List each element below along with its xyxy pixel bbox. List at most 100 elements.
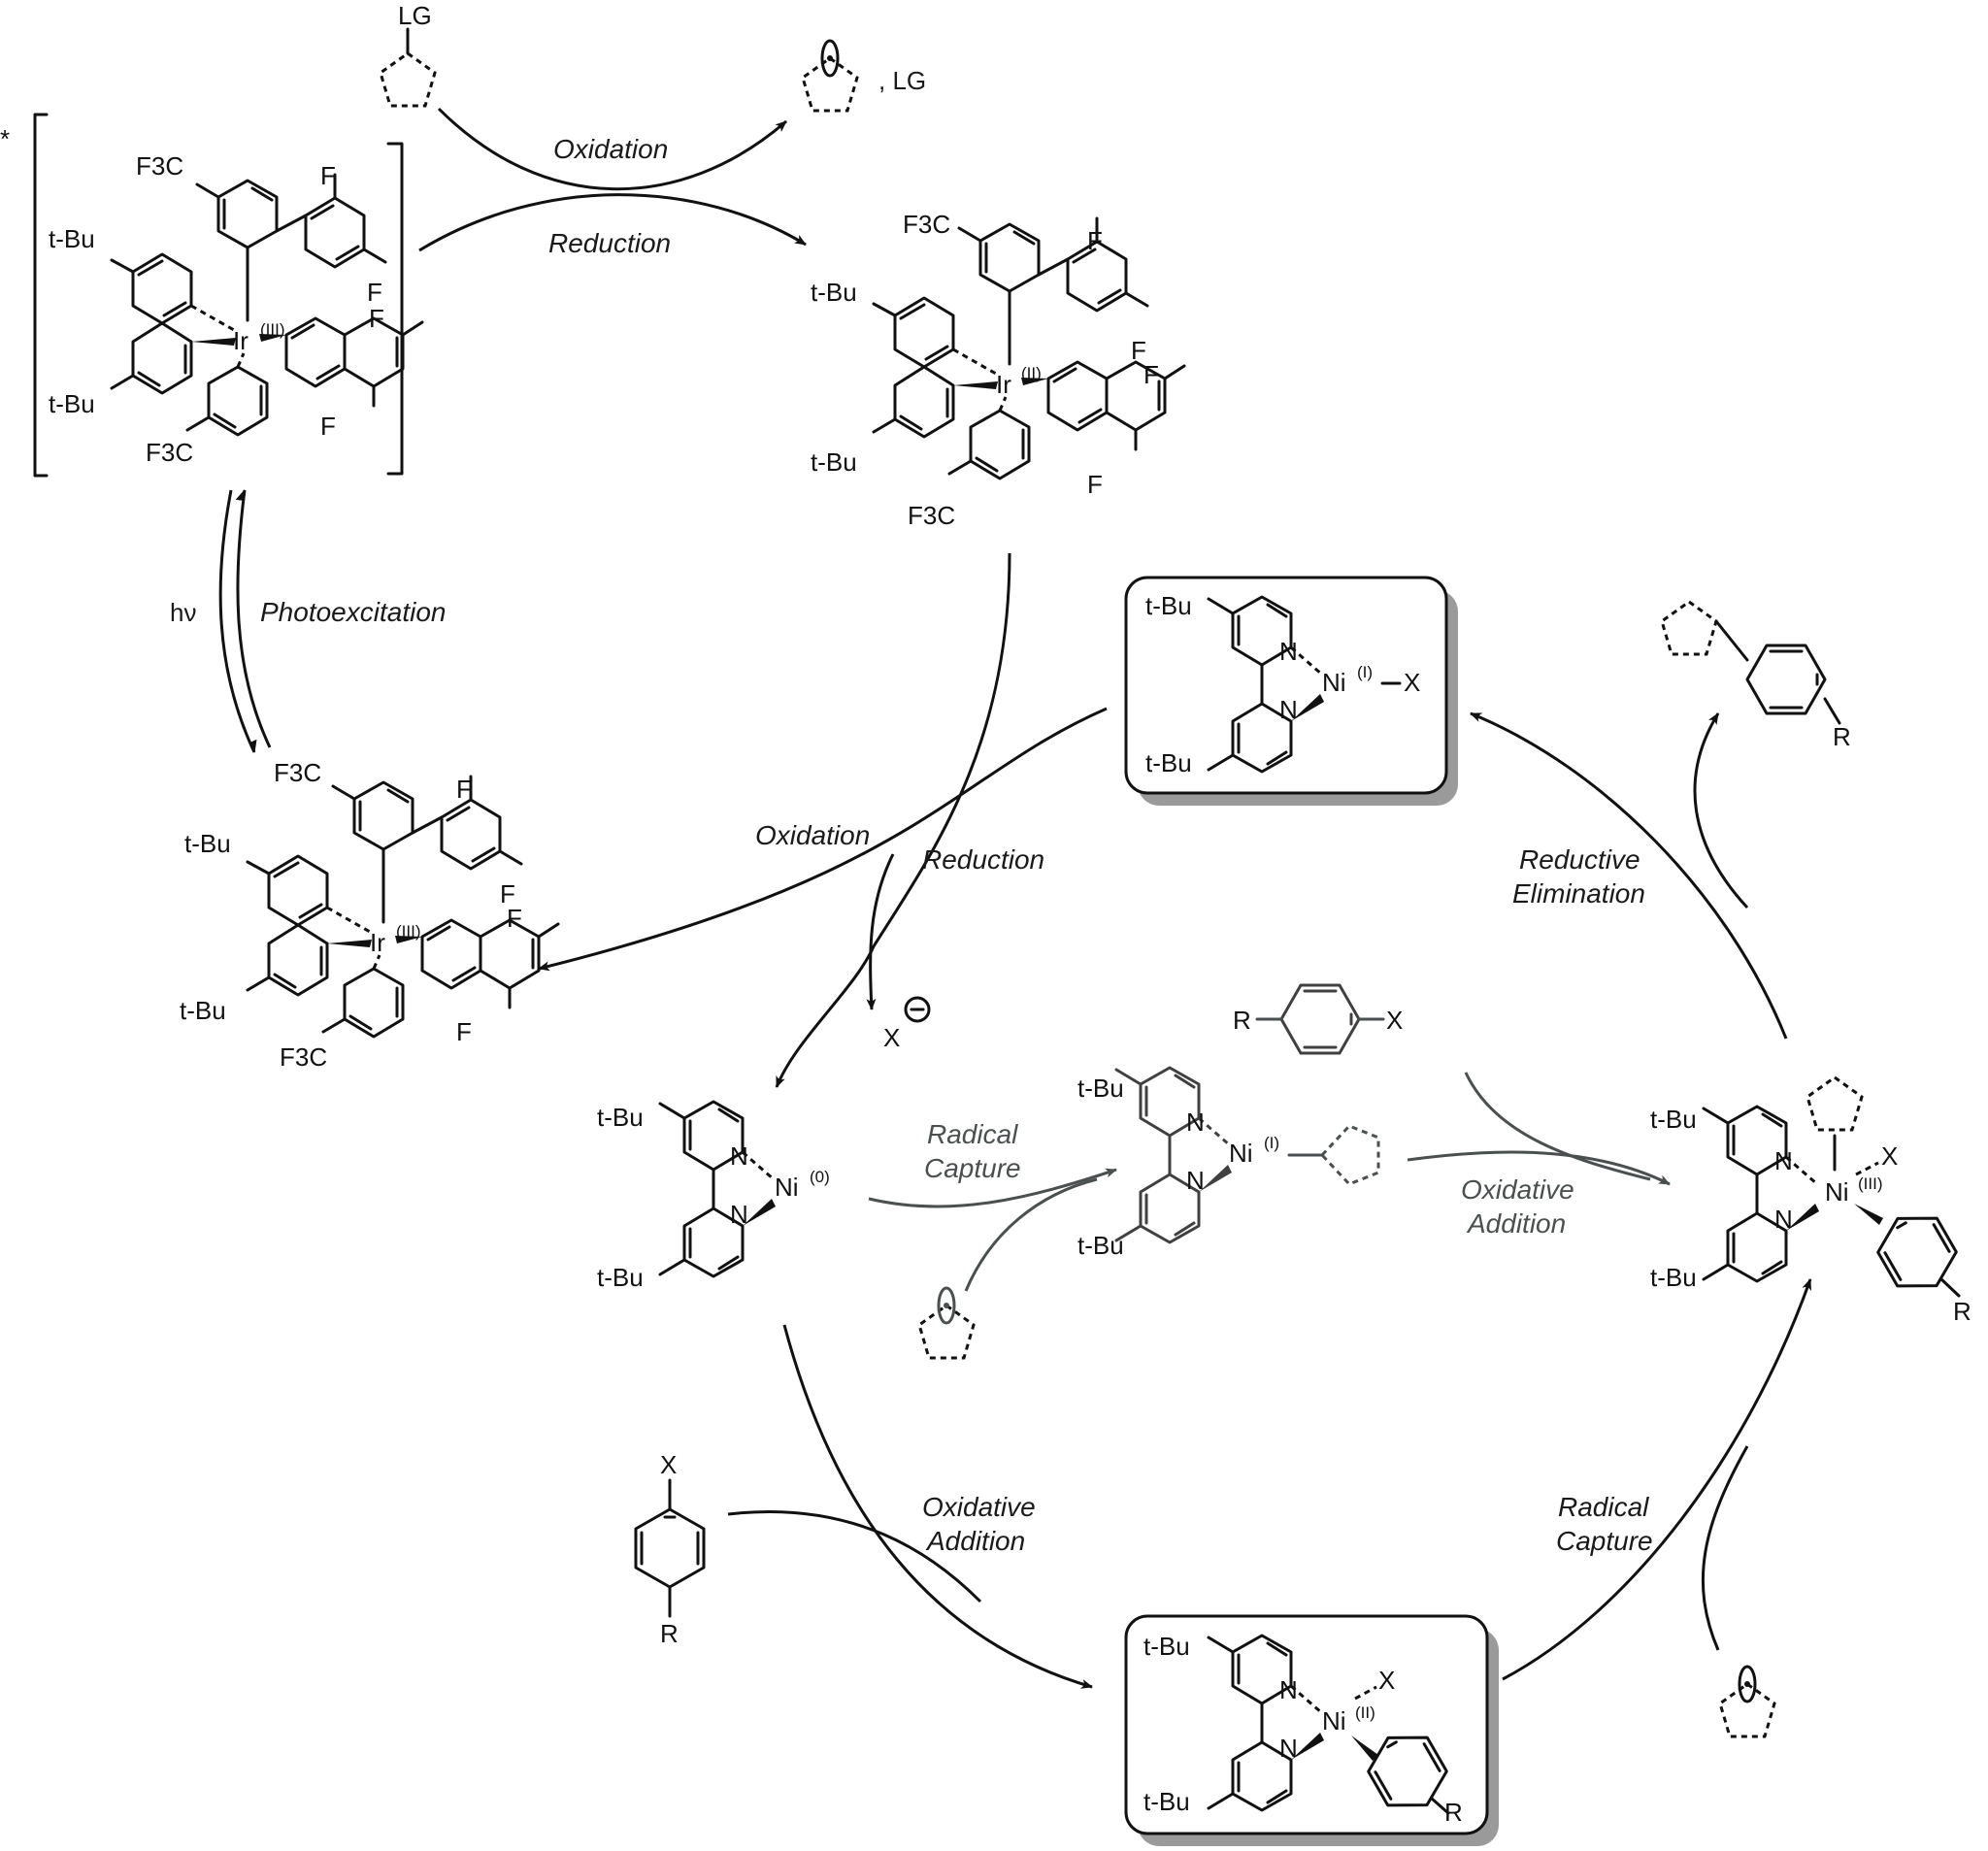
- tbu-label: t-Bu: [811, 278, 857, 307]
- tbu-label: t-Bu: [49, 224, 95, 253]
- aryl-halide-feed-arrow-bottom: [727, 1509, 982, 1603]
- cf3-label: F3C: [274, 758, 321, 787]
- ir-atom: Ir: [996, 370, 1011, 399]
- ni-atom: Ni: [775, 1173, 799, 1202]
- ni-oxidation-state: (I): [1357, 663, 1373, 681]
- tbu-label: t-Bu: [597, 1263, 644, 1292]
- tbu-label: t-Bu: [1143, 1632, 1190, 1661]
- step-label: Capture: [924, 1153, 1021, 1183]
- photoexcitation-arrow-down: [218, 489, 257, 753]
- nitrogen-label: N: [1186, 1107, 1205, 1137]
- fluorine-label: F: [320, 412, 336, 441]
- step-label: Reductive: [1519, 844, 1640, 875]
- ni-oxidation-state: (0): [810, 1168, 830, 1186]
- tbu-label: t-Bu: [811, 447, 857, 477]
- aryl-halide-reagent-mid: R X: [1233, 983, 1403, 1055]
- fluorine-label: F: [367, 278, 382, 307]
- halide-label: X: [1881, 1141, 1898, 1171]
- tbu-label: t-Bu: [1077, 1231, 1124, 1260]
- excited-iridium-catalyst: * Ir (III) F3C t-Bu t-Bu F3C F F F F: [0, 113, 424, 478]
- step-label: Radical: [1558, 1492, 1649, 1522]
- product-release-arrow: [1693, 712, 1749, 909]
- tbu-label: t-Bu: [49, 389, 95, 418]
- reduced-iridium-catalyst: Ir (II) F3C t-Bu t-Bu F3C F F F F: [811, 210, 1186, 530]
- nitrogen-label: N: [1774, 1146, 1793, 1175]
- step-label: Reduction: [548, 228, 671, 258]
- light-label: hν: [170, 598, 196, 627]
- fluorine-label: F: [1087, 226, 1103, 255]
- halide-label: X: [1386, 1006, 1403, 1035]
- radical-feed-arrow-bottom: [1701, 1445, 1749, 1651]
- fluorine-label: F: [500, 879, 515, 909]
- ni-atom: Ni: [1322, 668, 1346, 697]
- nitrogen-label: N: [1774, 1205, 1793, 1234]
- nickel-i-halide-complex: N N Ni (I) X t-Bu t-Bu: [1124, 576, 1458, 806]
- step-label: Addition: [925, 1526, 1025, 1556]
- step-label: Oxidation: [755, 820, 870, 850]
- tbu-label: t-Bu: [1650, 1105, 1697, 1134]
- nitrogen-label: N: [1186, 1166, 1205, 1195]
- ir-atom: Ir: [233, 326, 248, 355]
- excited-state-star: *: [0, 124, 10, 153]
- radical-capture-arrow-bottom: [1502, 1278, 1812, 1681]
- ni-oxidation-state: (III): [1858, 1174, 1883, 1193]
- oxidative-addition-arrow-bottom: [782, 1324, 1093, 1689]
- r-group-label: R: [1953, 1297, 1971, 1326]
- alkyl-substrate: LG: [379, 1, 437, 108]
- reduction-arrow-top: [418, 193, 807, 252]
- r-group-label: R: [1444, 1798, 1463, 1827]
- fluorine-label: F: [320, 161, 336, 190]
- ni-atom: Ni: [1825, 1177, 1849, 1206]
- halide-label: X: [1404, 668, 1420, 697]
- cf3-label: F3C: [136, 151, 183, 181]
- cf3-label: F3C: [903, 210, 950, 239]
- cf3-label: F3C: [908, 501, 955, 530]
- radical-capture-arrow-mid: [868, 1168, 1117, 1208]
- r-group-label: R: [1233, 1006, 1251, 1035]
- oxidation-arrow-top: [437, 107, 787, 191]
- fluorine-label: F: [1131, 336, 1146, 365]
- reductive-elimination-arrow: [1470, 711, 1788, 1040]
- tbu-label: t-Bu: [1077, 1074, 1124, 1103]
- nickel-iii-complex: N N Ni (III) X R t-Bu t-Bu: [1650, 1075, 1971, 1326]
- step-label: Elimination: [1512, 878, 1645, 909]
- nitrogen-label: N: [730, 1200, 748, 1229]
- fluorine-label: F: [1143, 360, 1159, 389]
- tbu-label: t-Bu: [180, 996, 226, 1025]
- nickel-0-complex: N N Ni (0) t-Bu t-Bu: [597, 1100, 830, 1292]
- fluorine-label: F: [507, 904, 522, 933]
- cf3-label: F3C: [280, 1042, 327, 1072]
- nickel-ii-aryl-complex: N N Ni (II) X R t-Bu t-Bu: [1124, 1614, 1499, 1846]
- nitrogen-label: N: [1279, 637, 1298, 666]
- step-label: Radical: [927, 1119, 1018, 1149]
- ir-oxidation-state: (III): [396, 922, 421, 941]
- nitrogen-label: N: [1279, 1734, 1298, 1763]
- alkyl-radical-product: , LG: [801, 39, 926, 113]
- alkyl-radical-mid: [917, 1286, 976, 1360]
- leaving-group-byproduct: , LG: [878, 66, 926, 95]
- tbu-label: t-Bu: [1650, 1263, 1697, 1292]
- ni-atom: Ni: [1322, 1706, 1346, 1735]
- photoexcitation-arrow-up: [235, 489, 272, 748]
- tbu-label: t-Bu: [184, 829, 231, 858]
- oxidative-addition-arrow-mid: [1407, 1150, 1671, 1186]
- cross-coupled-product: R: [1660, 600, 1851, 751]
- step-label: Oxidation: [553, 134, 668, 164]
- fluorine-label: F: [456, 1017, 472, 1046]
- aryl-halide-feed-arrow: [1464, 1072, 1651, 1181]
- alkyl-radical-bottom: [1718, 1665, 1776, 1738]
- step-label: Oxidative: [922, 1492, 1036, 1522]
- oxidation-arrow-to-ir: [538, 707, 1108, 972]
- halide-anion: X: [883, 996, 931, 1052]
- step-label: Capture: [1556, 1526, 1653, 1556]
- cf3-label: F3C: [146, 438, 193, 467]
- r-group-label: R: [660, 1619, 679, 1648]
- tbu-label: t-Bu: [1143, 1787, 1190, 1816]
- leaving-group-label: LG: [398, 1, 432, 30]
- ni-oxidation-state: (I): [1264, 1134, 1279, 1152]
- nitrogen-label: N: [1279, 1675, 1298, 1704]
- ir-oxidation-state: (III): [260, 320, 285, 339]
- tbu-label: t-Bu: [1145, 748, 1192, 777]
- nitrogen-label: N: [730, 1141, 748, 1171]
